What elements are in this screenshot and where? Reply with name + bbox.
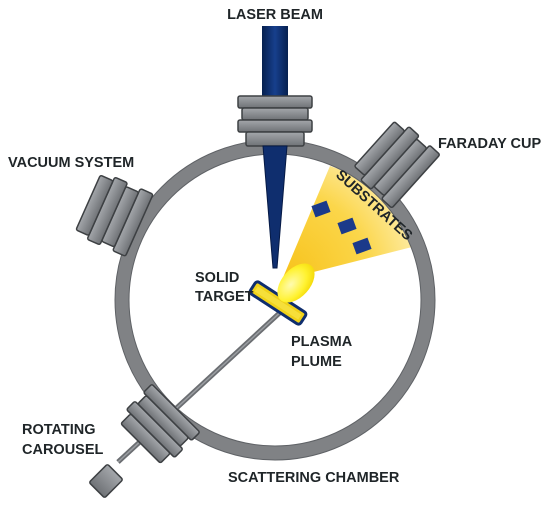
laser-beam-column xyxy=(262,26,288,98)
substrate xyxy=(337,217,357,235)
label-plasma-plume-1: PLASMA xyxy=(291,334,353,350)
label-solid-target-1: SOLID xyxy=(195,270,239,286)
vacuum-system-flange xyxy=(75,174,154,257)
carousel-knob xyxy=(89,464,123,498)
laser-port-flange xyxy=(237,95,313,147)
carousel-flange xyxy=(120,384,200,464)
label-scattering-chamber: SCATTERING CHAMBER xyxy=(228,470,400,486)
substrates-group xyxy=(311,200,372,255)
substrate xyxy=(352,237,372,255)
label-plasma-plume-2: PLUME xyxy=(291,354,342,370)
faraday-cup-flange xyxy=(354,121,440,209)
label-rotating-carousel-2: CAROUSEL xyxy=(22,442,104,458)
label-faraday-cup: FARADAY CUP xyxy=(438,136,541,152)
plasma-plume xyxy=(277,263,315,303)
label-rotating-carousel-1: ROTATING xyxy=(22,422,96,438)
label-solid-target-2: TARGET xyxy=(195,289,254,305)
label-laser-beam: LASER BEAM xyxy=(227,7,323,23)
label-vacuum-system: VACUUM SYSTEM xyxy=(8,155,134,171)
substrate xyxy=(311,200,331,218)
laser-beam-focus xyxy=(262,145,288,269)
